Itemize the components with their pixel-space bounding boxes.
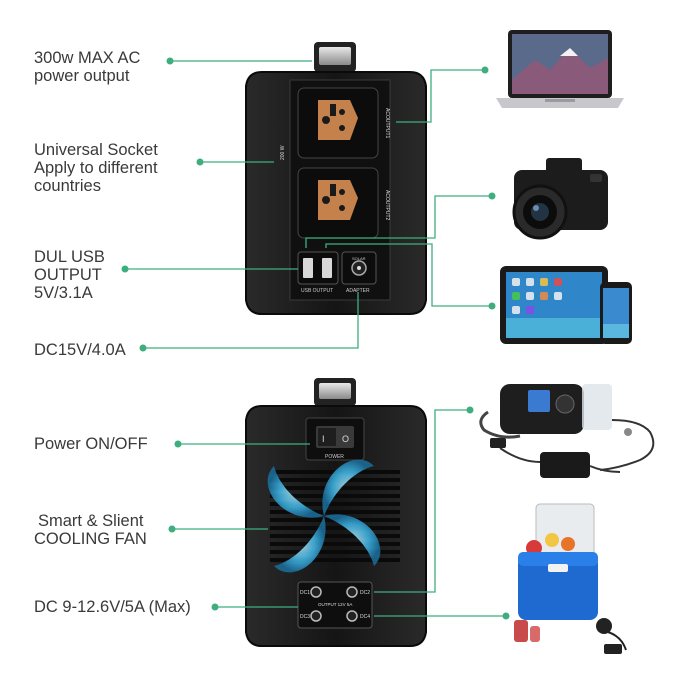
label-line: COOLING FAN <box>34 530 147 548</box>
fan-icon <box>267 459 381 573</box>
cpap-machine-icon <box>479 384 655 478</box>
ac-output-1-text: ACOUTPUT1 <box>384 108 390 139</box>
power-text: POWER <box>325 454 344 460</box>
dc4-text: DC4 <box>360 614 370 620</box>
power-switch: I O POWER <box>305 417 365 461</box>
label-line: DC15V/4.0A <box>34 341 126 359</box>
label-line: Power ON/OFF <box>34 435 148 453</box>
svg-text:I: I <box>322 434 325 444</box>
label-power-switch: Power ON/OFF <box>34 435 148 453</box>
label-line: Universal Socket <box>34 141 158 159</box>
ac-output-2-text: ACOUTPUT2 <box>384 190 390 221</box>
adapter-text: ADAPTER <box>346 288 370 294</box>
label-line: DC 9-12.6V/5A (Max) <box>34 598 191 616</box>
dc1-text: DC1 <box>300 590 310 596</box>
cooler-icon <box>514 503 627 654</box>
label-line: 300w MAX AC <box>34 49 141 67</box>
solar-text: SOLAR <box>352 256 366 261</box>
usb-label-text: USB OUTPUT <box>301 288 333 294</box>
label-line: DUL USB <box>34 248 105 266</box>
label-ac-output: 300w MAX AC power output <box>34 49 140 85</box>
dc3-text: DC3 <box>300 614 310 620</box>
label-line: power output <box>34 67 130 85</box>
label-dc-adapter: DC15V/4.0A <box>34 341 126 359</box>
top-unit: ACOUTPUT1 ACOUTPUT2 200 W USB OUTPUT SOL… <box>245 42 427 315</box>
handle-chrome <box>319 383 351 399</box>
wattage-text: 200 W <box>280 145 286 160</box>
ac-socket-2 <box>297 167 379 239</box>
ac-socket-1 <box>297 87 379 159</box>
label-cooling-fan: Smart & Slient COOLING FAN <box>34 512 147 548</box>
tablet-phone-icon <box>500 266 632 344</box>
svg-text:O: O <box>342 434 349 444</box>
label-line: countries <box>34 177 101 195</box>
bottom-unit: I O POWER <box>245 378 427 647</box>
label-universal-socket: Universal Socket Apply to different coun… <box>34 141 158 195</box>
handle-chrome <box>319 47 351 65</box>
label-line: Apply to different <box>34 159 158 177</box>
camera-icon <box>512 158 608 240</box>
label-line: Smart & Slient <box>38 512 144 530</box>
dc2-text: DC2 <box>360 590 370 596</box>
label-line: OUTPUT <box>34 266 102 284</box>
laptop-icon <box>496 30 624 108</box>
dc-output-ports: DC1 DC2 DC3 DC4 OUTPUT 12V 5A <box>297 581 373 629</box>
usb-ports: USB OUTPUT <box>297 251 339 294</box>
label-line: 5V/3.1A <box>34 284 93 302</box>
dc-output-label-text: OUTPUT 12V 5A <box>318 602 352 607</box>
label-dc-output: DC 9-12.6V/5A (Max) <box>34 598 191 616</box>
label-usb-output: DUL USB OUTPUT 5V/3.1A <box>34 248 105 302</box>
